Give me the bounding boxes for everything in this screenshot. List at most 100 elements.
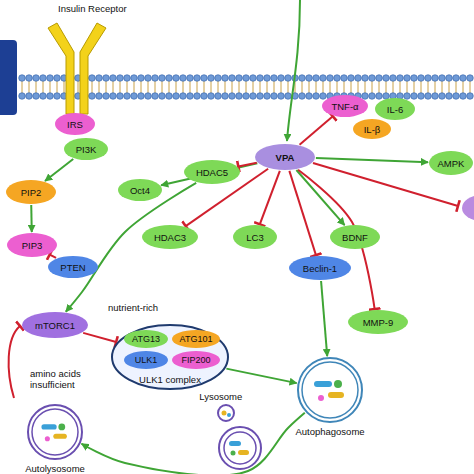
- node-label: HDAC5: [184, 160, 240, 184]
- lipid-head: [40, 75, 47, 82]
- lipid-head: [313, 93, 320, 100]
- lipid-head: [383, 75, 390, 82]
- lipid-head: [222, 93, 229, 100]
- node-label: HDAC3: [142, 225, 198, 249]
- lipid-head: [194, 93, 201, 100]
- insulin-receptor: [48, 23, 74, 114]
- lipid-head: [40, 93, 47, 100]
- lipid-tail: [29, 80, 30, 94]
- node-label: LC3: [233, 225, 277, 249]
- lipid-tail: [442, 80, 443, 94]
- lipid-head: [369, 75, 376, 82]
- lipid-tail: [323, 80, 324, 94]
- lipid-ellipse: PIP2: [6, 180, 56, 204]
- lipid-head: [173, 75, 180, 82]
- lipid-head: [453, 75, 460, 82]
- node-label: IL-6: [375, 98, 415, 120]
- lipid-head: [19, 93, 26, 100]
- lipid-tail: [239, 80, 240, 94]
- lipid-head: [54, 93, 61, 100]
- lipid-tail: [372, 80, 373, 94]
- node-shape: [28, 405, 82, 459]
- node-label: Beclin-1: [289, 256, 351, 280]
- lipid-head: [453, 93, 460, 100]
- lipid-head: [215, 93, 222, 100]
- lipid-head: [285, 75, 292, 82]
- lipid-head: [201, 93, 208, 100]
- inner-membrane: [302, 362, 358, 418]
- lipid-head: [257, 75, 264, 82]
- lipid-head: [348, 75, 355, 82]
- lipid-head: [208, 93, 215, 100]
- cargo: [314, 381, 332, 387]
- node-shape: [218, 405, 234, 421]
- lipid-tail: [316, 80, 317, 94]
- cargo: [229, 441, 241, 446]
- lipid-head: [369, 93, 376, 100]
- lipid-head: [306, 93, 313, 100]
- lipid-tail: [253, 80, 254, 94]
- inhibition-connector: [238, 163, 256, 167]
- lipid-head: [257, 93, 264, 100]
- lipid-head: [362, 93, 369, 100]
- lipid-tail: [330, 80, 331, 94]
- lipid-tail: [155, 80, 156, 94]
- lipid-head: [271, 93, 278, 100]
- lipid-head: [432, 75, 439, 82]
- inhibition-connector: [50, 255, 56, 258]
- lipid-head: [47, 93, 54, 100]
- lipid-tail: [421, 80, 422, 94]
- node-label: Autolysosome: [25, 463, 85, 474]
- lipid-tail: [414, 80, 415, 94]
- lipid-head: [89, 75, 96, 82]
- protein-ellipse: AMPK: [429, 151, 473, 175]
- lipid-tail: [78, 80, 79, 94]
- lipid-head: [355, 75, 362, 82]
- cytokine-ellipse: IL-6: [375, 98, 415, 120]
- lipid-head: [131, 93, 138, 100]
- node-label: Autophagosome: [295, 426, 364, 437]
- node-label: AMPK: [429, 151, 473, 175]
- lipid-head: [250, 93, 257, 100]
- lipid-tail: [309, 80, 310, 94]
- lipid-head: [376, 75, 383, 82]
- inhibition-connector: [300, 116, 333, 144]
- activation-connector: [296, 170, 344, 225]
- lipid-head: [187, 75, 194, 82]
- lipid-head: [341, 75, 348, 82]
- lipid-head: [404, 93, 411, 100]
- lipid-head: [166, 93, 173, 100]
- activation-arrow: [287, 0, 300, 141]
- lipid-tail: [218, 80, 219, 94]
- lipid-head: [138, 93, 145, 100]
- node-shape: [289, 256, 351, 280]
- cargo: [227, 413, 231, 417]
- node-shape: [124, 330, 168, 348]
- lipid-head: [187, 93, 194, 100]
- lipid-head: [278, 93, 285, 100]
- node-shape: [112, 325, 228, 389]
- lipid-head: [299, 75, 306, 82]
- lipid-tail: [113, 80, 114, 94]
- node-shape: [353, 119, 391, 139]
- protein-ellipse: Oct4: [118, 179, 162, 201]
- condition-label: amino acids insufficient: [30, 368, 92, 390]
- autophagosome-circle: Autophagosome: [297, 357, 363, 423]
- lipid-tail: [393, 80, 394, 94]
- cytokine-ellipse: TNF-α: [322, 95, 368, 117]
- lipid-head: [425, 75, 432, 82]
- node-shape: [6, 180, 56, 204]
- lipid-head: [411, 75, 418, 82]
- lipid-tail: [386, 80, 387, 94]
- lipid-head: [19, 75, 26, 82]
- lipid-head: [89, 93, 96, 100]
- lipid-tail: [162, 80, 163, 94]
- lipid-head: [117, 93, 124, 100]
- cargo: [58, 424, 65, 431]
- lipid-head: [180, 93, 187, 100]
- lipid-head: [215, 75, 222, 82]
- receptor-label: Insulin Receptor: [58, 3, 127, 14]
- subunit-pill: ULK1: [124, 351, 168, 369]
- lipid-head: [390, 75, 397, 82]
- lipid-head: [103, 75, 110, 82]
